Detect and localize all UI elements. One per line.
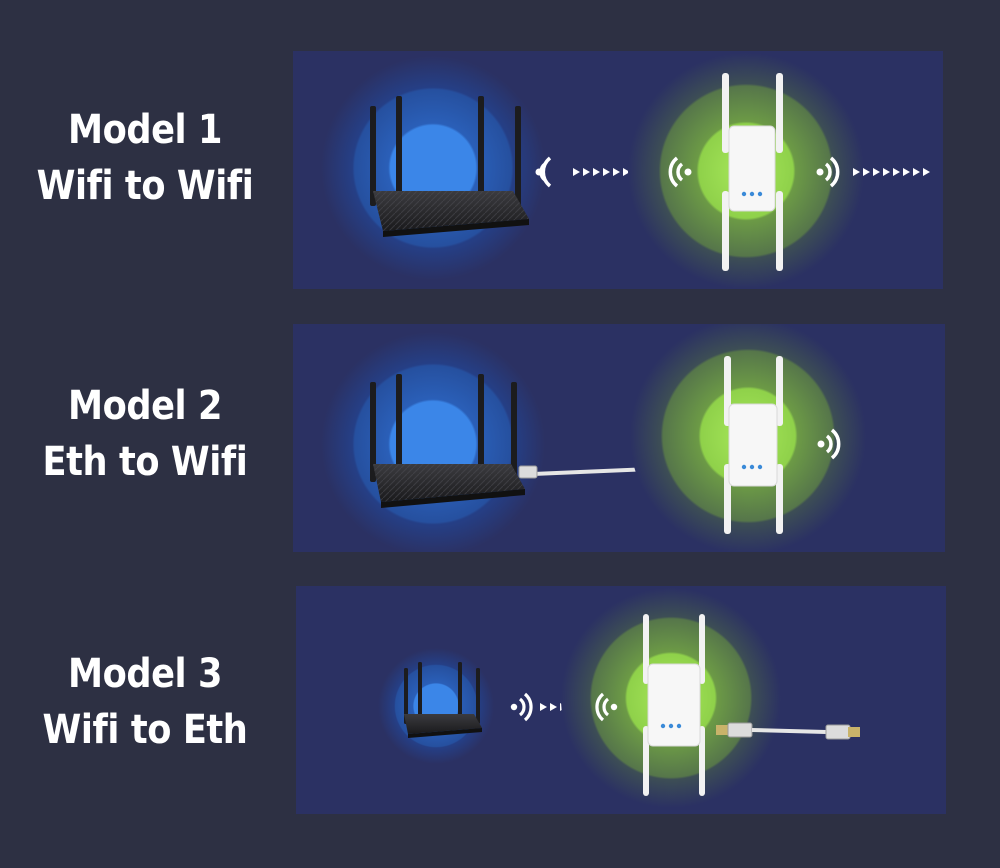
- repeater-icon: [724, 356, 783, 534]
- arrow-chain-icon: [853, 168, 930, 176]
- model-2-label: Model 2 Eth to Wifi: [17, 382, 272, 486]
- router-icon: [370, 374, 525, 508]
- wifi-signal-icon: [595, 692, 618, 722]
- model-2-subtitle: Eth to Wifi: [42, 439, 248, 485]
- wifi-signal-icon: [817, 428, 841, 460]
- model-3-panel: [296, 586, 946, 814]
- model-1-label: Model 1 Wifi to Wifi: [17, 106, 272, 210]
- model-2-title: Model 2: [67, 383, 222, 429]
- model-3-subtitle: Wifi to Eth: [42, 707, 248, 753]
- model-1-title: Model 1: [67, 107, 222, 153]
- ethernet-cable-icon: [716, 722, 860, 740]
- repeater-icon: [722, 73, 783, 271]
- model-2-panel: [293, 324, 945, 552]
- model-1-subtitle: Wifi to Wifi: [36, 163, 254, 209]
- wifi-signal-icon: [510, 692, 533, 722]
- router-icon: [370, 96, 529, 237]
- model-1-panel: [293, 51, 943, 289]
- repeater-icon: [643, 614, 705, 796]
- wifi-signal-icon: [816, 156, 840, 188]
- model-3-label: Model 3 Wifi to Eth: [17, 650, 272, 754]
- wifi-signal-icon: [668, 156, 692, 188]
- router-signal-glow: [321, 56, 545, 280]
- router-icon: [404, 662, 482, 738]
- model-3-title: Model 3: [67, 651, 222, 697]
- wifi-signal-icon: [535, 156, 552, 188]
